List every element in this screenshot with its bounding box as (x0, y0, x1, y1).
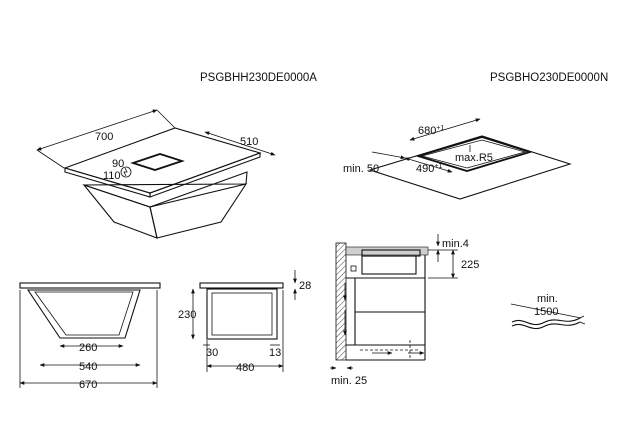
label-13: 13 (269, 347, 281, 359)
dimension-700 (36, 109, 158, 151)
label-30: 30 (206, 347, 218, 359)
power-icon (120, 166, 132, 178)
label-540: 540 (79, 361, 97, 373)
cable-line (511, 317, 581, 326)
dimension-680 (409, 118, 481, 141)
extractor-vent (130, 153, 185, 171)
label-edge-min: min. 50 (343, 163, 379, 175)
label-cable-min: min. (537, 293, 558, 305)
front-housing (26, 289, 141, 339)
label-28: 28 (299, 280, 311, 292)
isometric-hob-view: 700 510 90 110 (36, 109, 276, 239)
label-260: 260 (79, 342, 97, 354)
label-670: 670 (79, 379, 97, 391)
label-700: 700 (95, 131, 113, 143)
label-680: 680+1 (418, 125, 444, 137)
housing-side-face (149, 183, 248, 239)
side-housing (206, 288, 278, 340)
front-worktop (19, 282, 161, 289)
label-490: 490+1 (416, 163, 442, 175)
label-510: 510 (240, 136, 258, 148)
side-worktop (199, 282, 284, 289)
label-radius: max.R5 (455, 152, 493, 164)
label-230: 230 (178, 309, 196, 321)
side-view: 230 28 30 13 480 (178, 270, 311, 374)
power-cable: min. 1500 (510, 293, 586, 330)
label-cable-length: 1500 (534, 306, 558, 318)
model-title-right: PSGBHO230DE0000N (490, 72, 608, 84)
label-225: 225 (461, 259, 479, 271)
label-min-4: min.4 (442, 238, 469, 250)
housing-front-face (82, 183, 158, 239)
label-90: 90 (112, 158, 124, 170)
label-480: 480 (236, 362, 254, 374)
label-110: 110 (103, 170, 121, 182)
model-title-left: PSGBHH230DE0000A (200, 72, 317, 84)
dimension-510 (204, 131, 276, 156)
installation-section: min.4 225 min. 25 (330, 234, 479, 387)
worktop-section (345, 246, 429, 256)
hob-side-edge (149, 152, 261, 198)
dimension-490 (404, 157, 453, 173)
cutout-view: 680+1 490+1 max.R5 min. 50 (343, 118, 572, 200)
cable-end-icon (579, 315, 586, 325)
rear-wall (335, 242, 347, 361)
front-view: 260 540 670 (19, 282, 161, 391)
hob-unit (361, 255, 417, 275)
label-min-25: min. 25 (331, 375, 367, 387)
